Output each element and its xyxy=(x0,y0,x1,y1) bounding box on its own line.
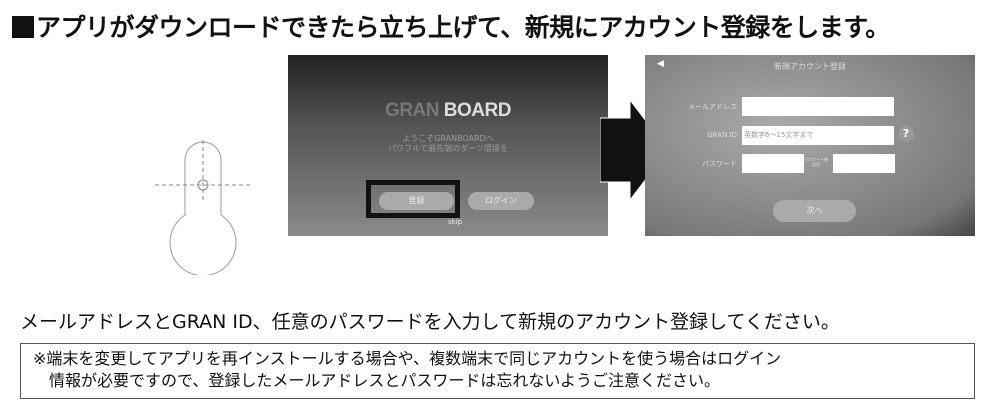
email-input[interactable] xyxy=(742,97,894,116)
highlight-box xyxy=(366,180,460,218)
phone-hand-illustration xyxy=(155,140,250,275)
note-line: 情報が必要ですので、登録したメールアドレスとパスワードは忘れないようご注意くださ… xyxy=(49,371,721,390)
password-confirm-label: パスワード確認用 xyxy=(804,157,828,167)
password-label: パスワード xyxy=(702,160,737,168)
welcome-screen: GRAN BOARD ようこそGRANBOARDへパワフルで最先端のダーツ環境を… xyxy=(288,55,608,236)
help-icon[interactable]: ? xyxy=(898,126,914,142)
skip-link[interactable]: skip xyxy=(448,218,463,226)
square-bullet-icon xyxy=(12,16,34,38)
back-arrow-icon[interactable]: ◀ xyxy=(657,59,664,69)
register-button[interactable]: 登録 xyxy=(379,192,454,210)
granid-label: GRAN ID xyxy=(707,131,737,139)
account-registration-screen: ◀ 新規アカウント登録 メールアドレス GRAN ID 英数字6〜15文字まで … xyxy=(645,55,975,236)
note-box: ※端末を変更してアプリを再インストールする場合や、複数端末で同じアカウントを使う… xyxy=(20,343,975,399)
page-heading: アプリがダウンロードできたら立ち上げて、新規にアカウント登録をします。 xyxy=(12,8,890,44)
login-button[interactable]: ログイン xyxy=(468,192,534,210)
next-button[interactable]: 次へ xyxy=(773,200,856,222)
email-label: メールアドレス xyxy=(688,103,737,111)
welcome-text: ようこそGRANBOARDへパワフルで最先端のダーツ環境を xyxy=(388,134,508,153)
note-line: ※端末を変更してアプリを再インストールする場合や、複数端末で同じアカウントを使う… xyxy=(33,349,782,368)
granid-input[interactable]: 英数字6〜15文字まで xyxy=(742,126,894,145)
password-confirm-input[interactable] xyxy=(833,154,895,173)
password-input[interactable] xyxy=(742,154,804,173)
screen-header: 新規アカウント登録 xyxy=(774,62,846,71)
instruction-caption: メールアドレスとGRAN ID、任意のパスワードを入力して新規のアカウント登録し… xyxy=(20,311,840,333)
heading-text: アプリがダウンロードできたら立ち上げて、新規にアカウント登録をします。 xyxy=(36,13,890,42)
granboard-logo: GRAN BOARD xyxy=(385,100,511,121)
